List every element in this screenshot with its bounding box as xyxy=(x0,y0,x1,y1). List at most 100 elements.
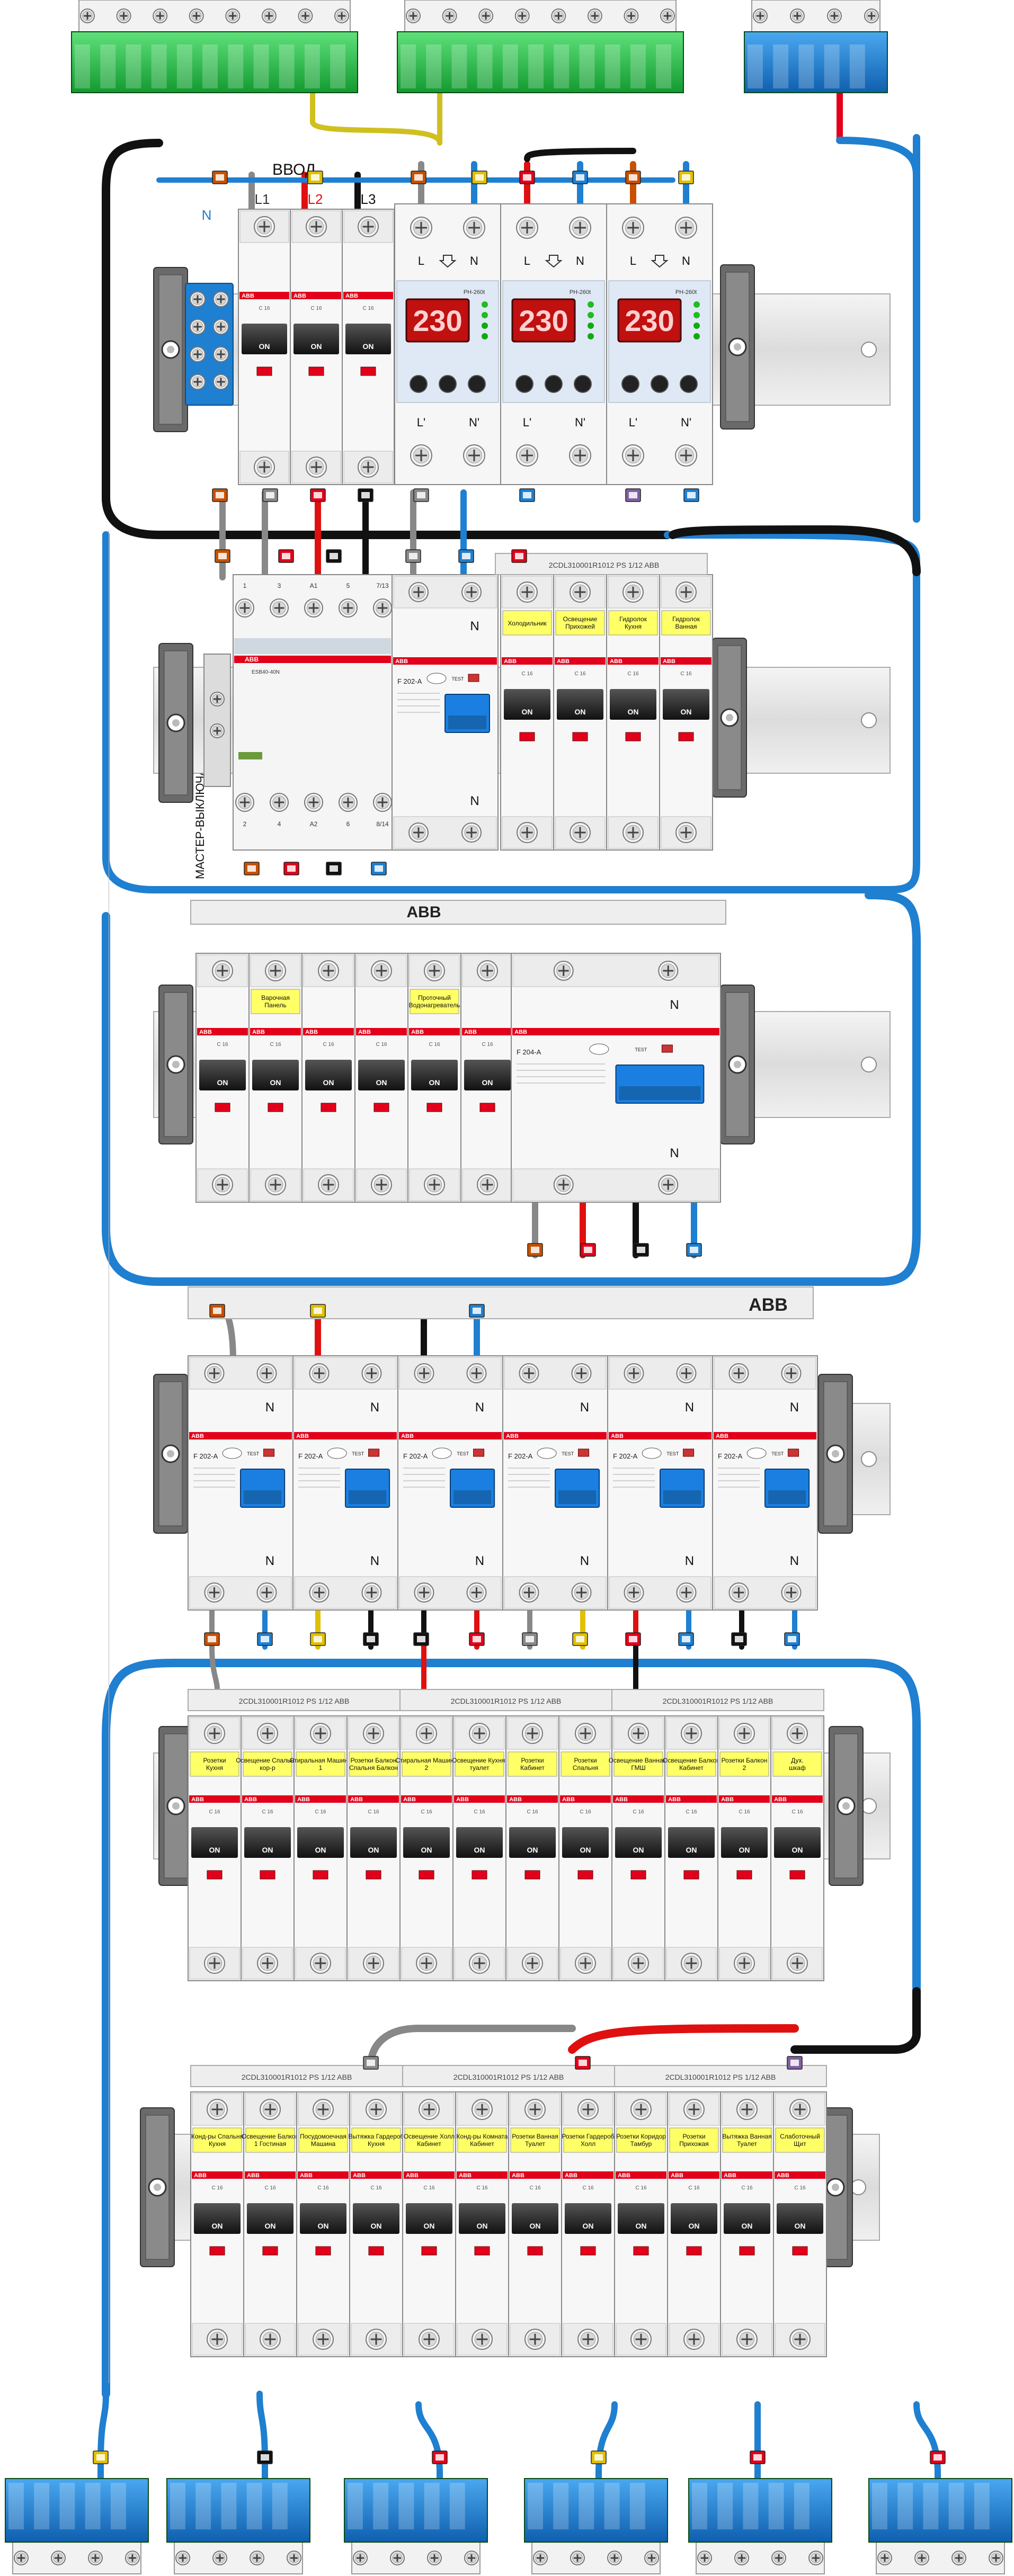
wire-marker-icon xyxy=(358,488,373,502)
screw-terminal-icon xyxy=(213,319,229,335)
svg-text:Розетки: Розетки xyxy=(682,2133,705,2140)
wire-marker-icon xyxy=(212,171,228,184)
screw-terminal-icon xyxy=(235,598,254,618)
brand-mark: ABB xyxy=(716,1433,728,1439)
circuit-label: Холодильник xyxy=(502,610,552,636)
wire-marker-icon xyxy=(326,862,342,875)
screw-terminal-icon xyxy=(256,1582,277,1603)
svg-text:туалет: туалет xyxy=(470,1764,490,1772)
relay-model-label: РН-260t xyxy=(464,289,485,296)
screw-terminal-icon xyxy=(675,217,697,239)
brand-mark: ABB xyxy=(345,293,358,299)
contactor-terminal-label: 1 xyxy=(243,582,247,589)
screw-terminal-icon xyxy=(478,8,494,23)
rcd-model-label: F 202-A xyxy=(508,1452,533,1460)
screw-terminal-icon xyxy=(225,8,241,23)
neutral-wire-blue xyxy=(595,2401,618,2482)
on-indicator: ON xyxy=(363,342,374,351)
screw-terminal-icon xyxy=(524,2099,546,2120)
busbar-cover-brand: ABB xyxy=(407,904,441,921)
screw-terminal-icon xyxy=(190,374,206,390)
screw-terminal-icon xyxy=(472,2329,493,2350)
svg-text:C 16: C 16 xyxy=(688,2185,700,2191)
screw-terminal-icon xyxy=(313,2099,334,2120)
svg-text:Туалет: Туалет xyxy=(525,2140,545,2148)
busbar-cover xyxy=(188,1689,401,1711)
svg-text:C 16: C 16 xyxy=(217,1042,228,1048)
contactor-model-label: ESB40-40N xyxy=(252,669,280,675)
screw-terminal-icon xyxy=(204,1582,225,1603)
screw-terminal-icon xyxy=(304,598,323,618)
wire-marker-icon xyxy=(469,1304,485,1318)
neutral-wire-blue xyxy=(913,2401,941,2482)
neutral-terminal-label: N xyxy=(670,1146,679,1160)
svg-text:Прихожая: Прихожая xyxy=(679,2140,709,2148)
screw-terminal-icon xyxy=(697,2551,712,2565)
svg-text:Розетки: Розетки xyxy=(574,1757,597,1764)
svg-text:C 16: C 16 xyxy=(794,2185,806,2191)
neutral-wire-blue xyxy=(102,891,921,1286)
screw-terminal-icon xyxy=(410,217,432,239)
brand-mark: ABB xyxy=(557,658,570,665)
screw-terminal-icon xyxy=(622,217,644,239)
screw-terminal-icon xyxy=(419,2099,440,2120)
rcd-model-label: F 202-A xyxy=(193,1452,218,1460)
rcd-model-label: F 202-A xyxy=(397,677,422,685)
screw-terminal-icon xyxy=(361,1363,382,1383)
neutral-wire-blue xyxy=(415,2401,443,2482)
wire-marker-icon xyxy=(363,1632,379,1646)
busbar-cover-label: 2CDL310001R1012 PS 1/12 ABB xyxy=(242,2073,352,2081)
screw-terminal-icon xyxy=(270,793,289,812)
screw-terminal-icon xyxy=(334,8,349,23)
screw-terminal-icon xyxy=(189,8,204,23)
screw-terminal-icon xyxy=(366,2329,387,2350)
svg-text:Кухня: Кухня xyxy=(209,2140,226,2148)
svg-text:Спальня: Спальня xyxy=(573,1764,598,1772)
on-indicator: ON xyxy=(628,708,639,716)
svg-text:C 16: C 16 xyxy=(741,2185,753,2191)
brand-mark: ABB xyxy=(506,1433,519,1439)
brand-mark: ABB xyxy=(353,2172,366,2179)
wire-marker-icon xyxy=(519,488,535,502)
screw-terminal-icon xyxy=(306,216,327,237)
svg-text:ГМШ: ГМШ xyxy=(631,1764,645,1772)
wire-marker-icon xyxy=(787,2056,803,2070)
svg-text:C 16: C 16 xyxy=(474,1809,485,1815)
screw-terminal-icon xyxy=(213,291,229,307)
svg-text:Холодильник: Холодильник xyxy=(508,620,547,627)
svg-text:Вытяжка Ванная: Вытяжка Ванная xyxy=(722,2133,771,2140)
neutral-terminal-label: N xyxy=(370,1554,379,1568)
screw-terminal-icon xyxy=(734,2551,749,2565)
wiring-layer xyxy=(97,90,941,2482)
wire-marker-icon xyxy=(209,1304,225,1318)
svg-text:Стиральная Машина: Стиральная Машина xyxy=(395,1757,457,1764)
screw-terminal-icon xyxy=(466,1363,487,1383)
din-rail-end-stop-icon xyxy=(829,1726,864,1886)
screw-terminal-icon xyxy=(524,2329,546,2350)
wire-marker-icon xyxy=(413,1632,429,1646)
neutral-terminal-label: N xyxy=(265,1554,274,1568)
screw-terminal-icon xyxy=(318,1174,339,1195)
screw-terminal-icon xyxy=(622,822,644,843)
screw-terminal-icon xyxy=(373,793,392,812)
phase-wire-black xyxy=(669,525,921,576)
wire-marker-icon xyxy=(625,171,641,184)
screw-terminal-icon xyxy=(624,1582,644,1603)
svg-text:Стиральная Машина: Стиральная Машина xyxy=(289,1757,351,1764)
screw-terminal-icon xyxy=(989,2551,1003,2565)
busbar-cover-label: 2CDL310001R1012 PS 1/12 ABB xyxy=(453,2073,564,2081)
circuit-label: Дух.шкаф xyxy=(772,1751,822,1777)
phase-wire-grey xyxy=(367,2025,576,2069)
relay-terminal-label: L' xyxy=(629,416,637,429)
